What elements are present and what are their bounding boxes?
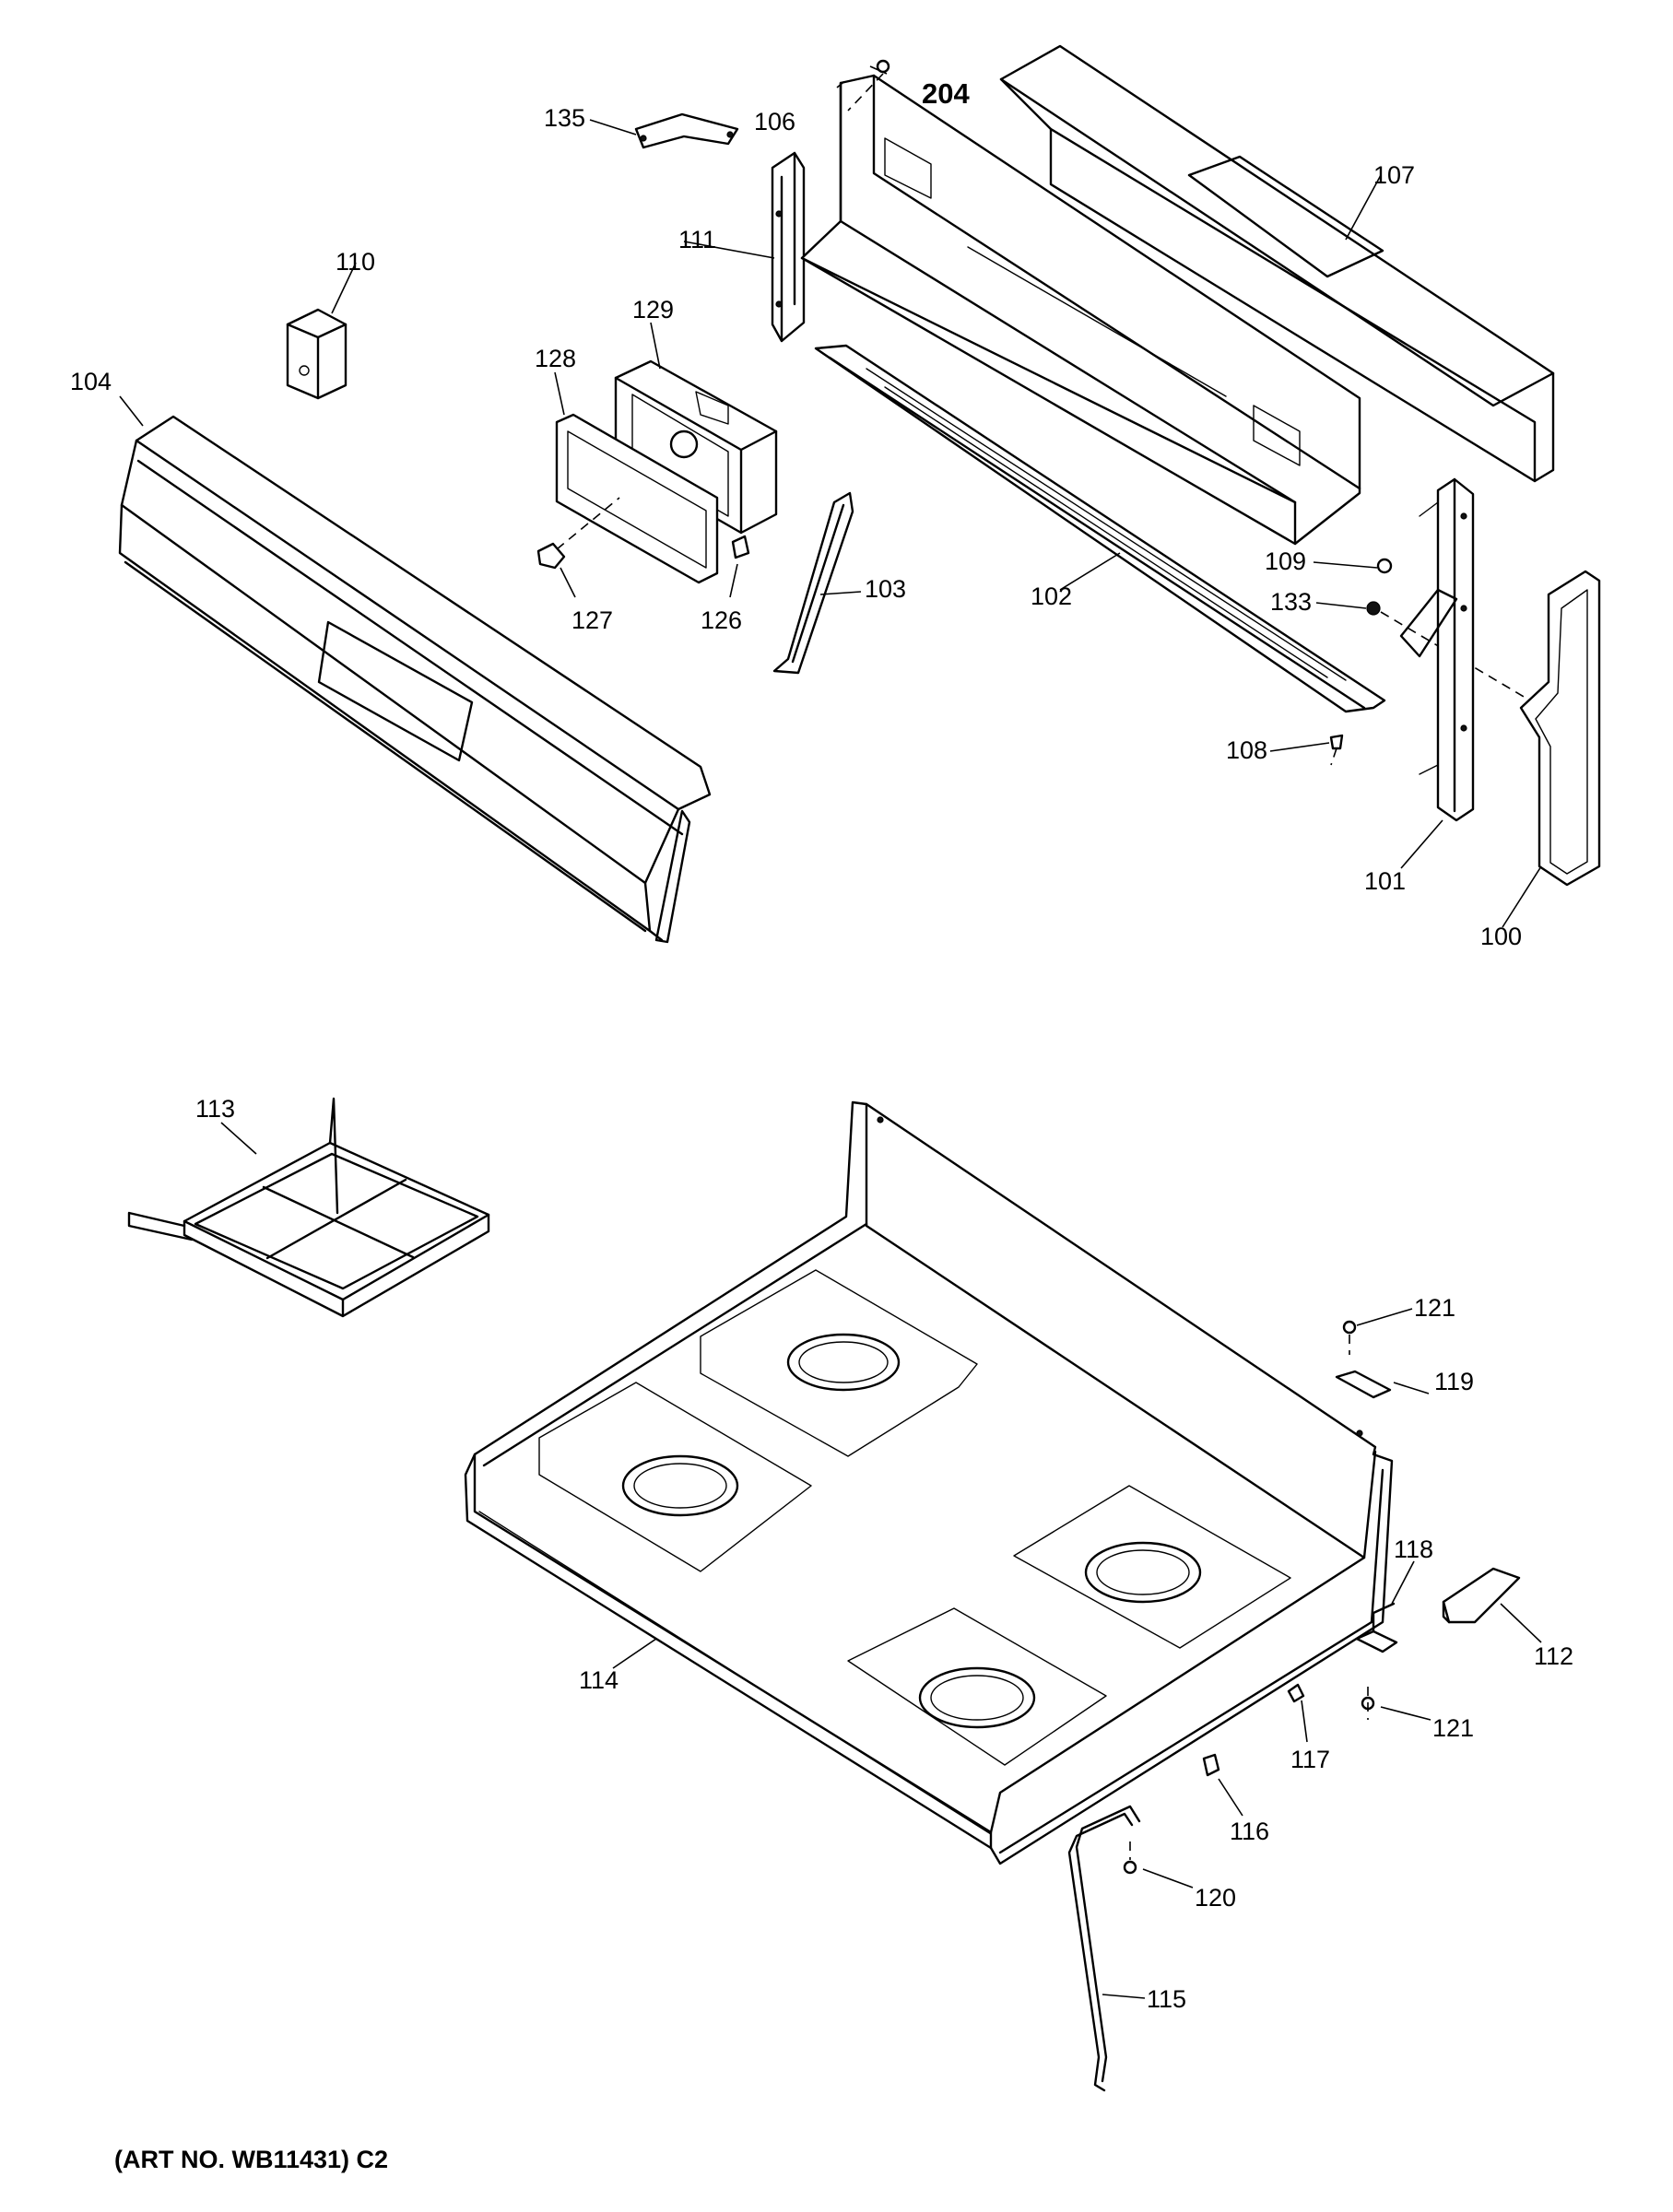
leader-lines [119,65,1542,1999]
callout-126: 126 [701,606,742,634]
callout-121-lower: 121 [1432,1714,1474,1742]
callout-109: 109 [1265,547,1306,575]
hinge-bracket-119-part [1335,1370,1392,1399]
backguard-frame-part [800,74,1361,546]
burner-grate-part [127,1097,490,1318]
callout-118: 118 [1394,1535,1433,1563]
screw-121-upper-part [1342,1320,1357,1355]
callout-121-upper: 121 [1414,1294,1455,1322]
callout-110: 110 [336,248,375,276]
callout-113: 113 [195,1095,235,1123]
art-number-caption: (ART NO. WB11431) C2 [114,2146,389,2173]
callout-135: 135 [544,104,585,132]
relay-box-part [286,308,348,400]
callout-129: 129 [632,296,674,324]
callout-111: 111 [678,226,716,253]
screw-120-part [1123,1841,1137,1875]
hinge-112-part [1442,1567,1521,1624]
backguard-cover-part [999,44,1555,483]
callout-114: 114 [579,1666,619,1694]
callout-115: 115 [1147,1985,1186,2013]
callout-labels: 135 106 204 107 111 110 104 128 129 127 … [70,77,1573,2013]
bracket-135-part [634,112,739,149]
end-cap-100-part [1519,570,1601,887]
callout-127: 127 [571,606,613,634]
callout-119: 119 [1434,1368,1474,1395]
end-bracket-101-part [1399,477,1475,822]
support-103-part [772,491,854,675]
callout-204: 204 [922,77,970,110]
callout-103: 103 [865,575,906,603]
control-panel-part [118,415,712,944]
manifold-trim-part [814,344,1386,713]
screw-108-part [1329,734,1344,766]
callout-116: 116 [1230,1818,1269,1845]
cooktop-main-top-part [464,1100,1394,1865]
clip-126-part [731,535,750,559]
clock-lens-part [555,413,719,584]
callout-106: 106 [754,108,795,135]
callout-102: 102 [1031,582,1072,610]
callout-128: 128 [535,345,576,372]
callout-107: 107 [1373,161,1415,189]
callout-104: 104 [70,368,112,395]
orifice-116-part [1202,1753,1220,1777]
hinge-bracket-118-part [1355,1602,1398,1653]
callout-100: 100 [1480,923,1522,950]
nut-109-part [1376,558,1393,574]
screw-121-lower-part [1361,1687,1375,1720]
callout-133: 133 [1270,588,1312,616]
support-rod-115-part [1067,1805,1141,2092]
side-bracket-111-part [771,151,806,343]
callout-112: 112 [1534,1642,1573,1670]
callout-108: 108 [1226,736,1267,764]
callout-117: 117 [1290,1746,1330,1773]
nut-117-part [1287,1683,1305,1703]
callout-101: 101 [1364,867,1406,895]
callout-120: 120 [1195,1884,1236,1912]
knob-127-part [536,497,620,570]
